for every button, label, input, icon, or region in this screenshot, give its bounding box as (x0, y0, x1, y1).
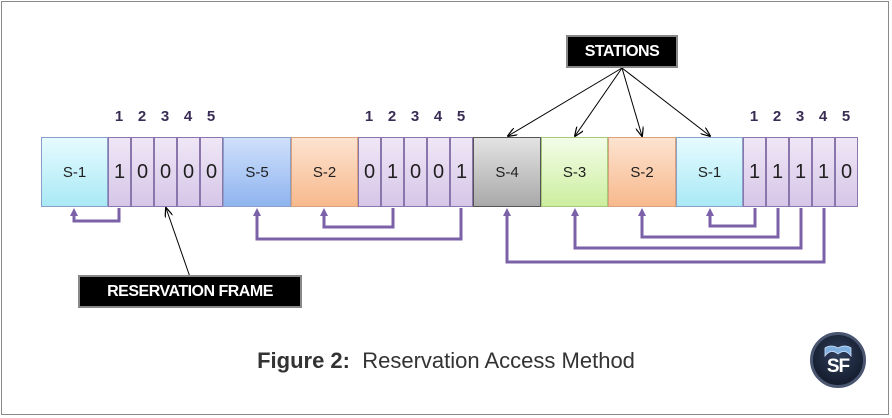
reservation-link-arrow (503, 208, 826, 264)
bit-index-label: 2 (137, 108, 147, 125)
figure-caption: Figure 2: Reservation Access Method (0, 348, 892, 374)
book-icon (824, 345, 852, 358)
reservation-bit-3: 1 (789, 137, 812, 207)
reservation-bit-5: 0 (200, 137, 223, 207)
bit-index-label: 4 (183, 108, 193, 125)
station-s5-slot: S-5 (223, 137, 291, 207)
logo-text: SF (826, 356, 850, 377)
reservation-bit-2: 1 (766, 137, 789, 207)
reservation-frame-pointer (166, 208, 191, 278)
reservation-bit-2: 0 (131, 137, 154, 207)
reservation-link-arrow (320, 208, 395, 229)
reservation-bit-3: 0 (404, 137, 427, 207)
reservation-bit-5: 1 (450, 137, 473, 207)
stations-pointer (621, 67, 642, 136)
reservation-bit-1: 0 (358, 137, 381, 207)
bit-index-label: 4 (433, 108, 443, 125)
reservation-link-arrow (571, 208, 803, 250)
bit-index-label: 1 (364, 108, 374, 125)
stations-pointer (508, 67, 623, 136)
bit-index-label: 2 (772, 108, 782, 125)
reservation-bit-2: 1 (381, 137, 404, 207)
stations-pointer (621, 67, 710, 136)
station-s4-slot: S-4 (473, 137, 541, 207)
reservation-bit-3: 0 (154, 137, 177, 207)
reservation-bit-4: 1 (812, 137, 835, 207)
reservation-bit-4: 0 (427, 137, 450, 207)
figure-title: Reservation Access Method (362, 348, 635, 373)
stations-label: STATIONS (566, 35, 678, 68)
reservation-link-arrow (706, 208, 757, 228)
bit-index-label: 5 (456, 108, 466, 125)
reservation-link-arrow (253, 208, 463, 241)
bit-index-label: 1 (114, 108, 124, 125)
reservation-bit-5: 0 (835, 137, 858, 207)
bit-index-label: 5 (841, 108, 851, 125)
bit-index-label: 4 (818, 108, 828, 125)
bit-index-label: 3 (795, 108, 805, 125)
bit-index-label: 2 (387, 108, 397, 125)
bit-index-label: 3 (410, 108, 420, 125)
reservation-frame-label: RESERVATION FRAME (78, 275, 302, 308)
station-s1-slot-1: S-1 (41, 137, 108, 207)
reservation-bit-1: 1 (743, 137, 766, 207)
reservation-bit-4: 0 (177, 137, 200, 207)
bit-index-label: 1 (749, 108, 759, 125)
reservation-link-arrow (70, 208, 121, 223)
bit-index-label: 5 (206, 108, 216, 125)
stations-pointer (575, 67, 623, 136)
station-s2-slot-2: S-2 (608, 137, 676, 207)
figure-number: Figure 2: (257, 348, 350, 373)
reservation-bit-1: 1 (108, 137, 131, 207)
reservation-link-arrow (638, 208, 780, 239)
sf-logo-icon: SF (810, 332, 866, 388)
station-s2-slot-1: S-2 (291, 137, 358, 207)
bit-index-label: 3 (160, 108, 170, 125)
